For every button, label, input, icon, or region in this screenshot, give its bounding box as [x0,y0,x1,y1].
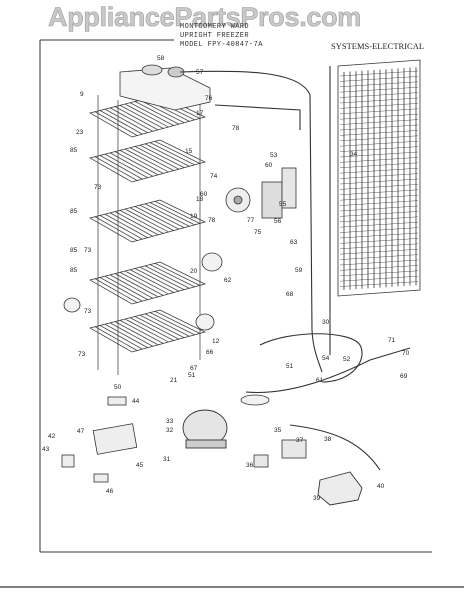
part-number-label: 85 [70,147,78,154]
part-labels: 58 57 9 76 17 78 23 85 15 73 18 53 60 74 34 60 55 85 19 78 7… [42,55,410,502]
part-number-label: 66 [206,349,214,356]
part-number-label: 12 [212,338,220,345]
part-number-label: 52 [343,356,351,363]
part-number-label: 47 [77,428,85,435]
compressor [182,409,228,449]
part-number-label: 18 [196,196,204,203]
part-number-label: 58 [157,55,165,62]
part-number-label: 17 [196,110,204,117]
diagram-frame [0,39,464,588]
header-model: MODEL FPY-40847-7A [180,41,263,49]
part-number-label: 68 [286,291,294,298]
part-number-label: 33 [166,418,174,425]
part-number-label: 42 [48,433,56,440]
part-number-label: 53 [270,152,278,159]
header-line-1: MONTGOMERY WARD [180,23,250,31]
part-number-label: 61 [316,377,324,384]
part-number-label: 23 [76,129,84,136]
evaporator-shelves [89,94,206,375]
part-number-label: 43 [42,446,50,453]
part-number-label: 15 [185,148,193,155]
part-number-label: 77 [247,217,255,224]
part-number-label: 85 [70,208,78,215]
refrigerant-tubing [179,66,411,471]
condenser-coil [337,59,421,297]
part-number-label: 73 [78,351,86,358]
watermark-logo: AppliancePartsPros.com [48,2,362,33]
part-number-label: 75 [254,229,262,236]
part-number-label: 85 [70,247,78,254]
part-number-label: 62 [224,277,232,284]
part-number-label: 56 [274,218,282,225]
part-number-label: 85 [70,267,78,274]
part-number-label: 51 [286,363,294,370]
part-number-label: 36 [246,462,254,469]
part-number-label: 20 [190,268,198,275]
part-number-label: 76 [205,95,213,102]
part-number-label: 55 [279,201,287,208]
part-number-label: 46 [106,488,114,495]
part-number-label: 74 [210,173,218,180]
part-number-label: 67 [190,365,198,372]
part-number-label: 70 [402,350,410,357]
section-title: SYSTEMS-ELECTRICAL [331,41,425,51]
part-number-label: 40 [377,483,385,490]
part-number-label: 59 [295,267,303,274]
part-number-label: 71 [388,337,396,344]
part-number-label: 73 [84,247,92,254]
part-number-label: 63 [290,239,298,246]
part-number-label: 51 [188,372,196,379]
part-number-label: 37 [296,437,304,444]
part-number-label: 78 [208,217,216,224]
part-number-label: 50 [114,384,122,391]
relay-overload [253,439,307,468]
part-number-label: 60 [200,191,208,198]
header-line-2: UPRIGHT FREEZER [180,32,250,40]
part-number-label: 30 [322,319,330,326]
part-number-label: 78 [232,125,240,132]
part-number-label: 57 [196,69,204,76]
drain-pan [317,471,363,506]
part-number-label: 73 [94,184,102,191]
part-number-label: 21 [170,377,178,384]
evaporator-cover [119,64,211,111]
part-number-label: 35 [274,427,282,434]
part-number-label: 60 [265,162,273,169]
part-number-label: 45 [136,462,144,469]
part-number-label: 32 [166,427,174,434]
part-number-label: 44 [132,398,140,405]
part-number-label: 69 [400,373,408,380]
part-number-label: 9 [80,91,84,98]
control-parts [61,297,270,483]
part-number-label: 19 [190,213,198,220]
part-number-label: 34 [350,151,358,158]
part-number-label: 73 [84,308,92,315]
part-number-label: 54 [322,355,330,362]
part-number-label: 38 [324,436,332,443]
part-number-label: 39 [313,495,321,502]
fan-motor-assembly [201,167,297,272]
part-number-label: 31 [163,456,171,463]
